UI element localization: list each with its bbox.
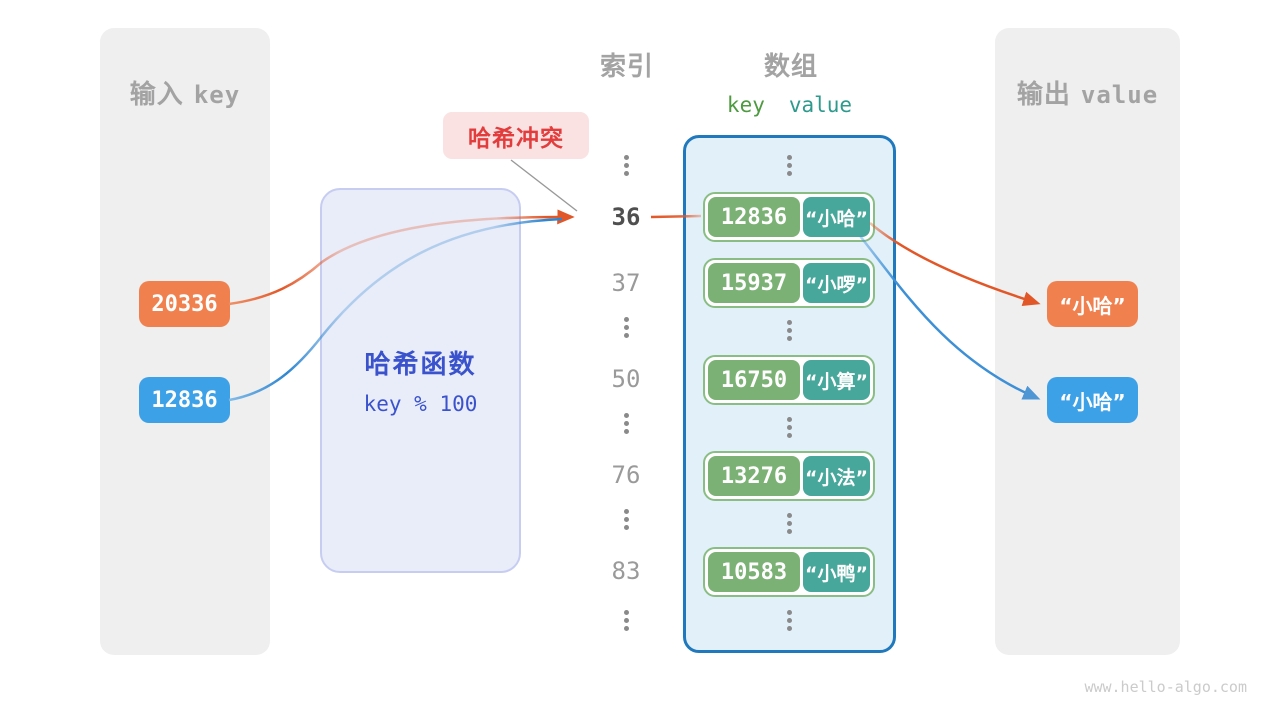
site-watermark: www.hello-algo.com [1084,678,1247,696]
array-row-76: 13276 “小法” [703,451,875,501]
output-value-blue-label: “小哈” [1059,389,1126,414]
vertical-ellipsis-icon [624,155,629,176]
index-value-83: 83 [611,557,641,585]
vertical-ellipsis-icon [787,610,792,631]
vertical-ellipsis-icon [787,417,792,438]
index-value-37: 37 [611,269,641,297]
array-row-50: 16750 “小算” [703,355,875,405]
array-row-37-value: “小啰” [803,263,870,303]
input-key-12836-label: 12836 [151,387,218,413]
input-panel-title: 输入 key [100,74,270,111]
index-value-36: 36 [611,203,641,231]
index-value-50: 50 [611,365,641,393]
hash-collision-label-text: 哈希冲突 [468,125,564,152]
array-row-37: 15937 “小啰” [703,258,875,308]
vertical-ellipsis-icon [624,610,629,631]
array-row-76-key: 13276 [708,456,800,496]
array-row-76-value: “小法” [803,456,870,496]
input-key-20336-label: 20336 [151,291,218,317]
input-key-12836: 12836 [139,377,230,423]
hash-function-formula: key % 100 [363,392,478,416]
vertical-ellipsis-icon [787,320,792,341]
output-value-panel: 输出 value [995,28,1180,655]
output-panel-title-cjk: 输出 [1016,80,1071,110]
array-value-header: value [788,93,853,117]
output-value-orange: “小哈” [1047,281,1138,327]
output-panel-title: 输出 value [995,74,1180,111]
vertical-ellipsis-icon [787,155,792,176]
vertical-ellipsis-icon [787,513,792,534]
collision-pointer-line [510,159,578,212]
array-row-50-value: “小算” [803,360,870,400]
vertical-ellipsis-icon [624,509,629,530]
array-key-header: key [726,93,765,117]
output-panel-title-latin: value [1080,81,1159,109]
index-value-76: 76 [611,461,641,489]
array-row-36-value: “小哈” [803,197,870,237]
output-value-blue: “小哈” [1047,377,1138,423]
input-panel-title-latin: key [193,81,241,109]
array-kv-header: key value [683,93,896,117]
array-row-50-key: 16750 [708,360,800,400]
vertical-ellipsis-icon [624,413,629,434]
array-row-36: 12836 “小哈” [703,192,875,242]
output-value-orange-label: “小哈” [1059,293,1126,318]
vertical-ellipsis-icon [624,317,629,338]
input-panel-title-cjk: 输入 [129,80,184,110]
input-key-20336: 20336 [139,281,230,327]
array-column-title: 数组 [763,52,818,82]
array-row-83-key: 10583 [708,552,800,592]
hash-function-title: 哈希函数 [364,350,477,380]
array-row-83-value: “小鸭” [803,552,870,592]
input-key-panel: 输入 key [100,28,270,655]
index-column-title: 索引 [599,52,654,82]
array-row-36-key: 12836 [708,197,800,237]
array-row-83: 10583 “小鸭” [703,547,875,597]
hash-collision-label: 哈希冲突 [443,112,589,159]
array-row-37-key: 15937 [708,263,800,303]
